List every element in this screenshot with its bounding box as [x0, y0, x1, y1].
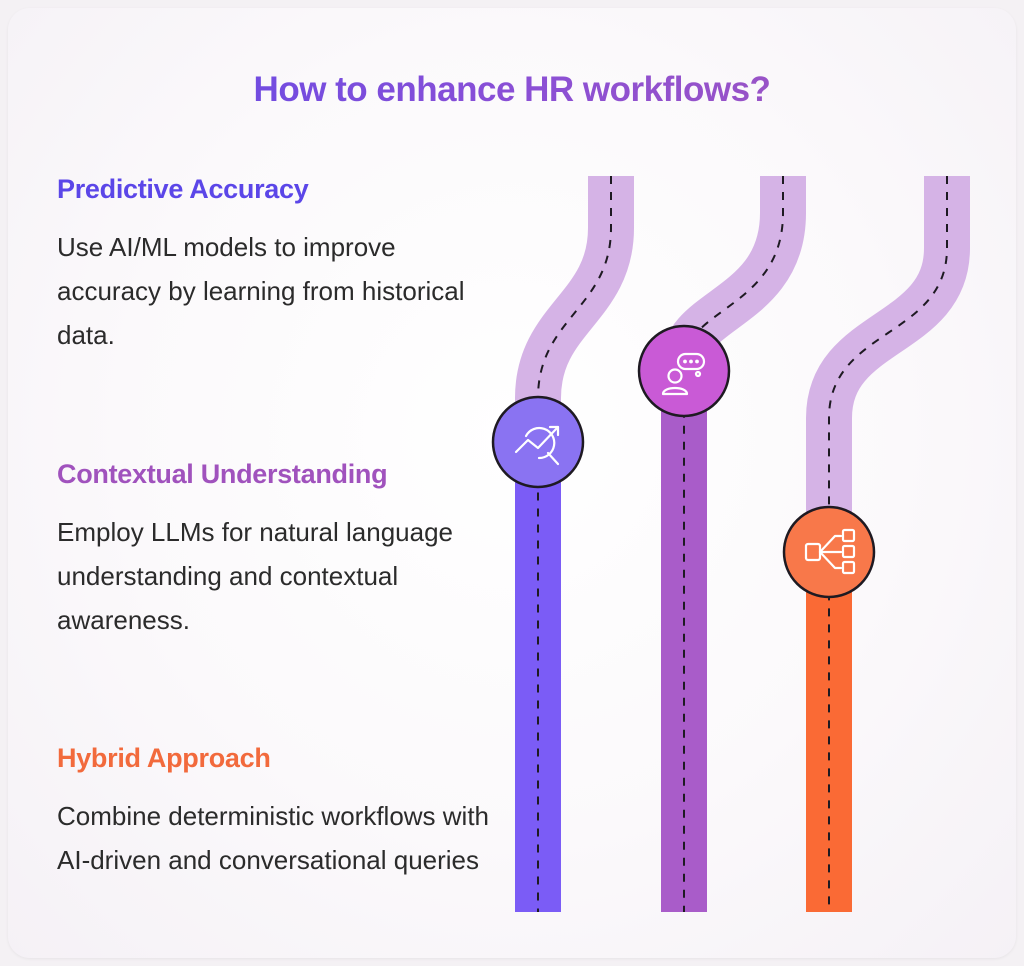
road-2 [661, 176, 806, 912]
item-heading: Hybrid Approach [57, 743, 271, 773]
milestone-circle [491, 395, 585, 489]
item-description: Use AI/ML models to improve accuracy by … [57, 232, 465, 350]
page-title: How to enhance HR workflows? [8, 70, 1016, 110]
item-hybrid-approach: Hybrid Approach Combine deterministic wo… [57, 743, 497, 882]
milestone-2 [637, 324, 731, 418]
road-1-dashes [537, 176, 612, 912]
item-description: Combine deterministic workflows with AI-… [57, 801, 490, 875]
workflow-icon [804, 528, 856, 575]
road-3-dashes [828, 176, 948, 912]
road-3-upper [806, 176, 970, 548]
item-heading: Predictive Accuracy [57, 174, 309, 204]
infographic-card: How to enhance HR workflows? Predictive … [8, 8, 1016, 958]
road-3 [806, 176, 970, 912]
milestone-3 [782, 505, 876, 599]
milestone-1 [491, 395, 585, 489]
milestone-circle [637, 324, 731, 418]
person-chat-icon [661, 352, 706, 396]
chart-search-icon [514, 425, 560, 466]
road-3-lower [806, 548, 852, 912]
item-predictive-accuracy: Predictive Accuracy Use AI/ML models to … [57, 174, 497, 357]
road-1 [515, 176, 634, 912]
item-heading: Contextual Understanding [57, 459, 388, 489]
item-contextual-understanding: Contextual Understanding Employ LLMs for… [57, 459, 497, 642]
roads-diagram [491, 176, 970, 912]
road-1-upper [515, 176, 634, 428]
item-description: Employ LLMs for natural language underst… [57, 517, 454, 635]
